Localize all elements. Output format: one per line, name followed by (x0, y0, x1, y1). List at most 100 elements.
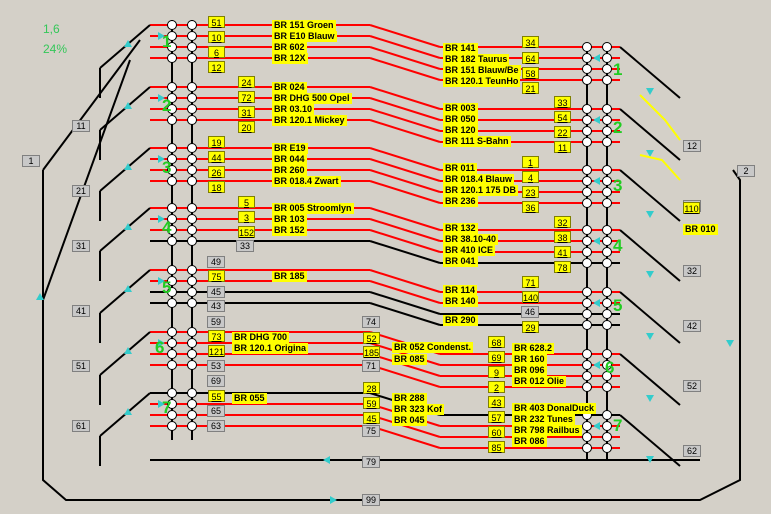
block-label[interactable]: 49 (207, 256, 225, 268)
signal-arrow[interactable] (646, 211, 654, 218)
sensor-number[interactable]: 140 (522, 291, 539, 303)
sensor-number[interactable]: 28 (363, 382, 380, 394)
track-switch[interactable] (167, 115, 177, 125)
sensor-number[interactable]: 38 (554, 231, 571, 243)
signal-arrow[interactable] (646, 150, 654, 157)
sensor-number[interactable]: 33 (554, 96, 571, 108)
block-label[interactable]: 99 (362, 494, 380, 506)
sensor-number[interactable]: 43 (488, 396, 505, 408)
track-switch[interactable] (187, 327, 197, 337)
track-switch[interactable] (187, 203, 197, 213)
track-switch[interactable] (602, 64, 612, 74)
signal-arrow[interactable] (593, 116, 600, 124)
track-switch[interactable] (602, 225, 612, 235)
block-label[interactable]: 69 (207, 375, 225, 387)
track-switch[interactable] (582, 382, 592, 392)
sensor-number[interactable]: 41 (554, 246, 571, 258)
track-switch[interactable] (602, 126, 612, 136)
sensor-number[interactable]: 45 (363, 412, 380, 424)
track-switch[interactable] (187, 143, 197, 153)
sensor-number[interactable]: 20 (238, 121, 255, 133)
signal-arrow[interactable] (593, 177, 600, 185)
sensor-number[interactable]: 18 (208, 181, 225, 193)
track-switch[interactable] (602, 137, 612, 147)
track-switch[interactable] (167, 53, 177, 63)
track-switch[interactable] (187, 399, 197, 409)
track-switch[interactable] (167, 104, 177, 114)
block-label[interactable]: 71 (362, 360, 380, 372)
sensor-number[interactable]: 29 (522, 321, 539, 333)
sensor-number[interactable]: 10 (208, 31, 225, 43)
block-label[interactable]: 59 (207, 316, 225, 328)
track-switch[interactable] (582, 432, 592, 442)
block-label[interactable]: 53 (207, 360, 225, 372)
track-switch[interactable] (167, 276, 177, 286)
track-switch[interactable] (167, 165, 177, 175)
track-switch[interactable] (602, 42, 612, 52)
track-switch[interactable] (582, 287, 592, 297)
signal-arrow[interactable] (158, 155, 165, 163)
track-switch[interactable] (167, 287, 177, 297)
track-switch[interactable] (187, 421, 197, 431)
sensor-number[interactable]: 19 (208, 136, 225, 148)
track-switch[interactable] (602, 410, 612, 420)
block-label[interactable]: 46 (521, 306, 539, 318)
block-label[interactable]: 41 (72, 305, 90, 317)
sensor-number[interactable]: 32 (554, 216, 571, 228)
track-switch[interactable] (582, 371, 592, 381)
track-switch[interactable] (582, 115, 592, 125)
track-switch[interactable] (187, 298, 197, 308)
sensor-number[interactable]: 152 (238, 226, 255, 238)
track-switch[interactable] (167, 214, 177, 224)
signal-arrow[interactable] (124, 285, 132, 292)
signal-arrow[interactable] (593, 422, 600, 430)
track-switch[interactable] (187, 42, 197, 52)
sensor-number[interactable]: 3 (238, 211, 255, 223)
sensor-number[interactable]: 1 (522, 156, 539, 168)
track-switch[interactable] (582, 443, 592, 453)
track-switch[interactable] (187, 349, 197, 359)
block-label[interactable]: 51 (72, 360, 90, 372)
block-label[interactable]: 1 (22, 155, 40, 167)
signal-arrow[interactable] (646, 271, 654, 278)
track-switch[interactable] (582, 247, 592, 257)
track-switch[interactable] (187, 287, 197, 297)
track-switch[interactable] (582, 126, 592, 136)
sensor-number[interactable]: 68 (488, 336, 505, 348)
track-switch[interactable] (582, 137, 592, 147)
track-switch[interactable] (602, 115, 612, 125)
track-switch[interactable] (602, 320, 612, 330)
track-switch[interactable] (187, 165, 197, 175)
track-switch[interactable] (187, 276, 197, 286)
track-switch[interactable] (582, 53, 592, 63)
track-switch[interactable] (602, 443, 612, 453)
track-switch[interactable] (582, 421, 592, 431)
sensor-number[interactable]: 78 (554, 261, 571, 273)
track-switch[interactable] (602, 75, 612, 85)
track-switch[interactable] (187, 410, 197, 420)
track-switch[interactable] (167, 42, 177, 52)
sensor-number[interactable]: 71 (522, 276, 539, 288)
track-switch[interactable] (602, 176, 612, 186)
signal-arrow[interactable] (593, 299, 600, 307)
signal-arrow[interactable] (646, 395, 654, 402)
track-switch[interactable] (187, 53, 197, 63)
track-switch[interactable] (167, 20, 177, 30)
track-switch[interactable] (187, 338, 197, 348)
track-switch[interactable] (602, 371, 612, 381)
track-switch[interactable] (602, 247, 612, 257)
track-switch[interactable] (187, 104, 197, 114)
track-switch[interactable] (167, 154, 177, 164)
track-switch[interactable] (582, 64, 592, 74)
signal-arrow[interactable] (158, 339, 165, 347)
track-switch[interactable] (602, 104, 612, 114)
sensor-number[interactable]: 26 (208, 166, 225, 178)
track-switch[interactable] (602, 298, 612, 308)
signal-arrow[interactable] (158, 277, 165, 285)
signal-arrow[interactable] (124, 102, 132, 109)
track-switch[interactable] (582, 104, 592, 114)
signal-arrow[interactable] (593, 361, 600, 369)
track-switch[interactable] (187, 115, 197, 125)
track-switch[interactable] (187, 20, 197, 30)
block-label[interactable]: 52 (683, 380, 701, 392)
